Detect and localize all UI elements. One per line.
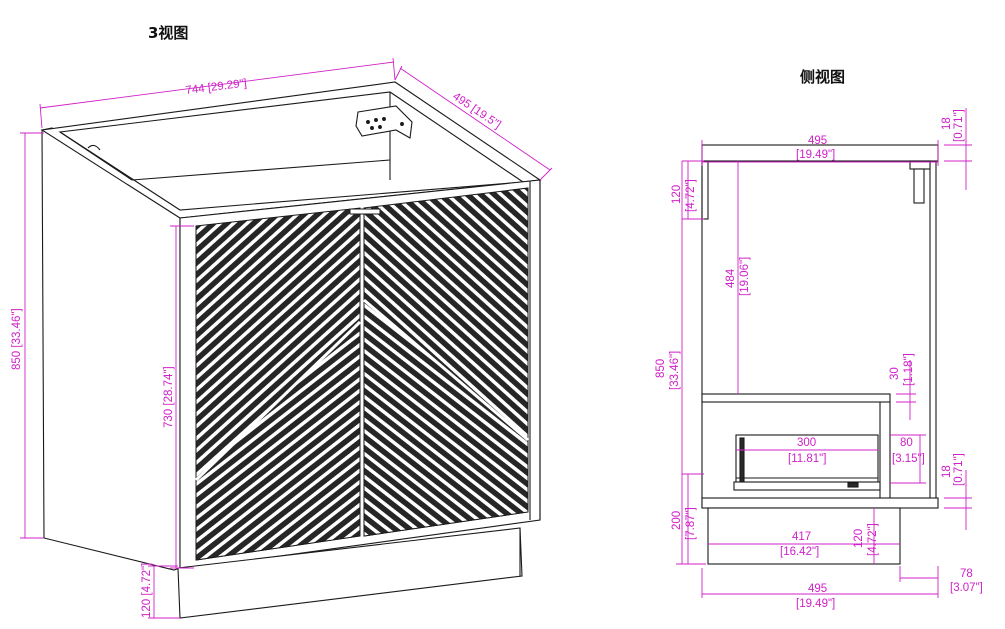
- dim-rail-120-in: [4.72"]: [685, 179, 697, 212]
- dim-width-744: 744 [29.29"]: [185, 78, 248, 97]
- cabinet-plinth: [177, 527, 523, 619]
- dim-upper-484-in: [19.06"]: [739, 257, 751, 296]
- dim-drawer-80-in: [3.15"]: [892, 453, 925, 465]
- dim-side-top-495: 495: [808, 135, 827, 147]
- side-dimension-text: 495 [19.49"] 18 [0.71"] 120 [4.72"] 484 …: [655, 109, 983, 610]
- dim-height-850: 850 [33.46"]: [11, 308, 23, 370]
- side-drawer: [733, 434, 881, 491]
- dim-top-thick-18-in: [0.71"]: [953, 109, 965, 142]
- dim-top-thick-18: 18: [941, 117, 953, 130]
- side-shelf: [701, 393, 891, 403]
- dim-total-850-in: [33.46"]: [669, 351, 681, 390]
- dim-drawer-80: 80: [900, 437, 913, 449]
- mounting-bracket: [355, 105, 413, 139]
- dim-plinth-120: 120 [4.72"]: [141, 563, 153, 618]
- dim-door-730: 730 [28.74"]: [163, 366, 175, 428]
- dim-toe-78-in: [3.07"]: [950, 582, 983, 594]
- dim-upper-484: 484: [725, 268, 737, 288]
- dim-plinth-h-120: 120: [853, 529, 865, 548]
- dim-shelf-30-in: [1.18"]: [903, 353, 915, 386]
- dim-bottom-18: 18: [941, 465, 953, 478]
- view3-dimension-lines: [20, 57, 553, 619]
- dim-drawer-300: 300: [797, 437, 816, 449]
- side-dimension-lines: [676, 108, 972, 598]
- dim-shelf-30: 30: [889, 367, 901, 380]
- dim-base-495: 495: [808, 583, 827, 595]
- title-side-view: 侧视图: [800, 68, 846, 86]
- dim-bottom-200-in: [7.87"]: [685, 507, 697, 540]
- dim-plinth-417: 417: [792, 531, 811, 543]
- side-plinth: [707, 507, 901, 565]
- side-bottom-board: [701, 497, 939, 509]
- dim-side-top-495-in: [19.49"]: [796, 149, 835, 161]
- dim-rail-120: 120: [671, 185, 683, 204]
- dim-total-850: 850: [655, 359, 667, 378]
- dim-plinth-h-120-in: [4.72"]: [867, 523, 879, 556]
- dim-base-495-in: [19.49"]: [796, 598, 835, 610]
- cabinet-doors: [194, 187, 529, 561]
- dim-toe-78: 78: [960, 568, 973, 580]
- side-view-body: [701, 144, 939, 565]
- dim-plinth-417-in: [16.42"]: [780, 546, 819, 558]
- door-handle: [349, 208, 381, 215]
- dim-drawer-300-in: [11.81"]: [788, 453, 826, 465]
- dim-bottom-18-in: [0.71"]: [953, 453, 965, 486]
- dim-bottom-200: 200: [671, 511, 683, 530]
- title-3-view: 3视图: [148, 24, 189, 42]
